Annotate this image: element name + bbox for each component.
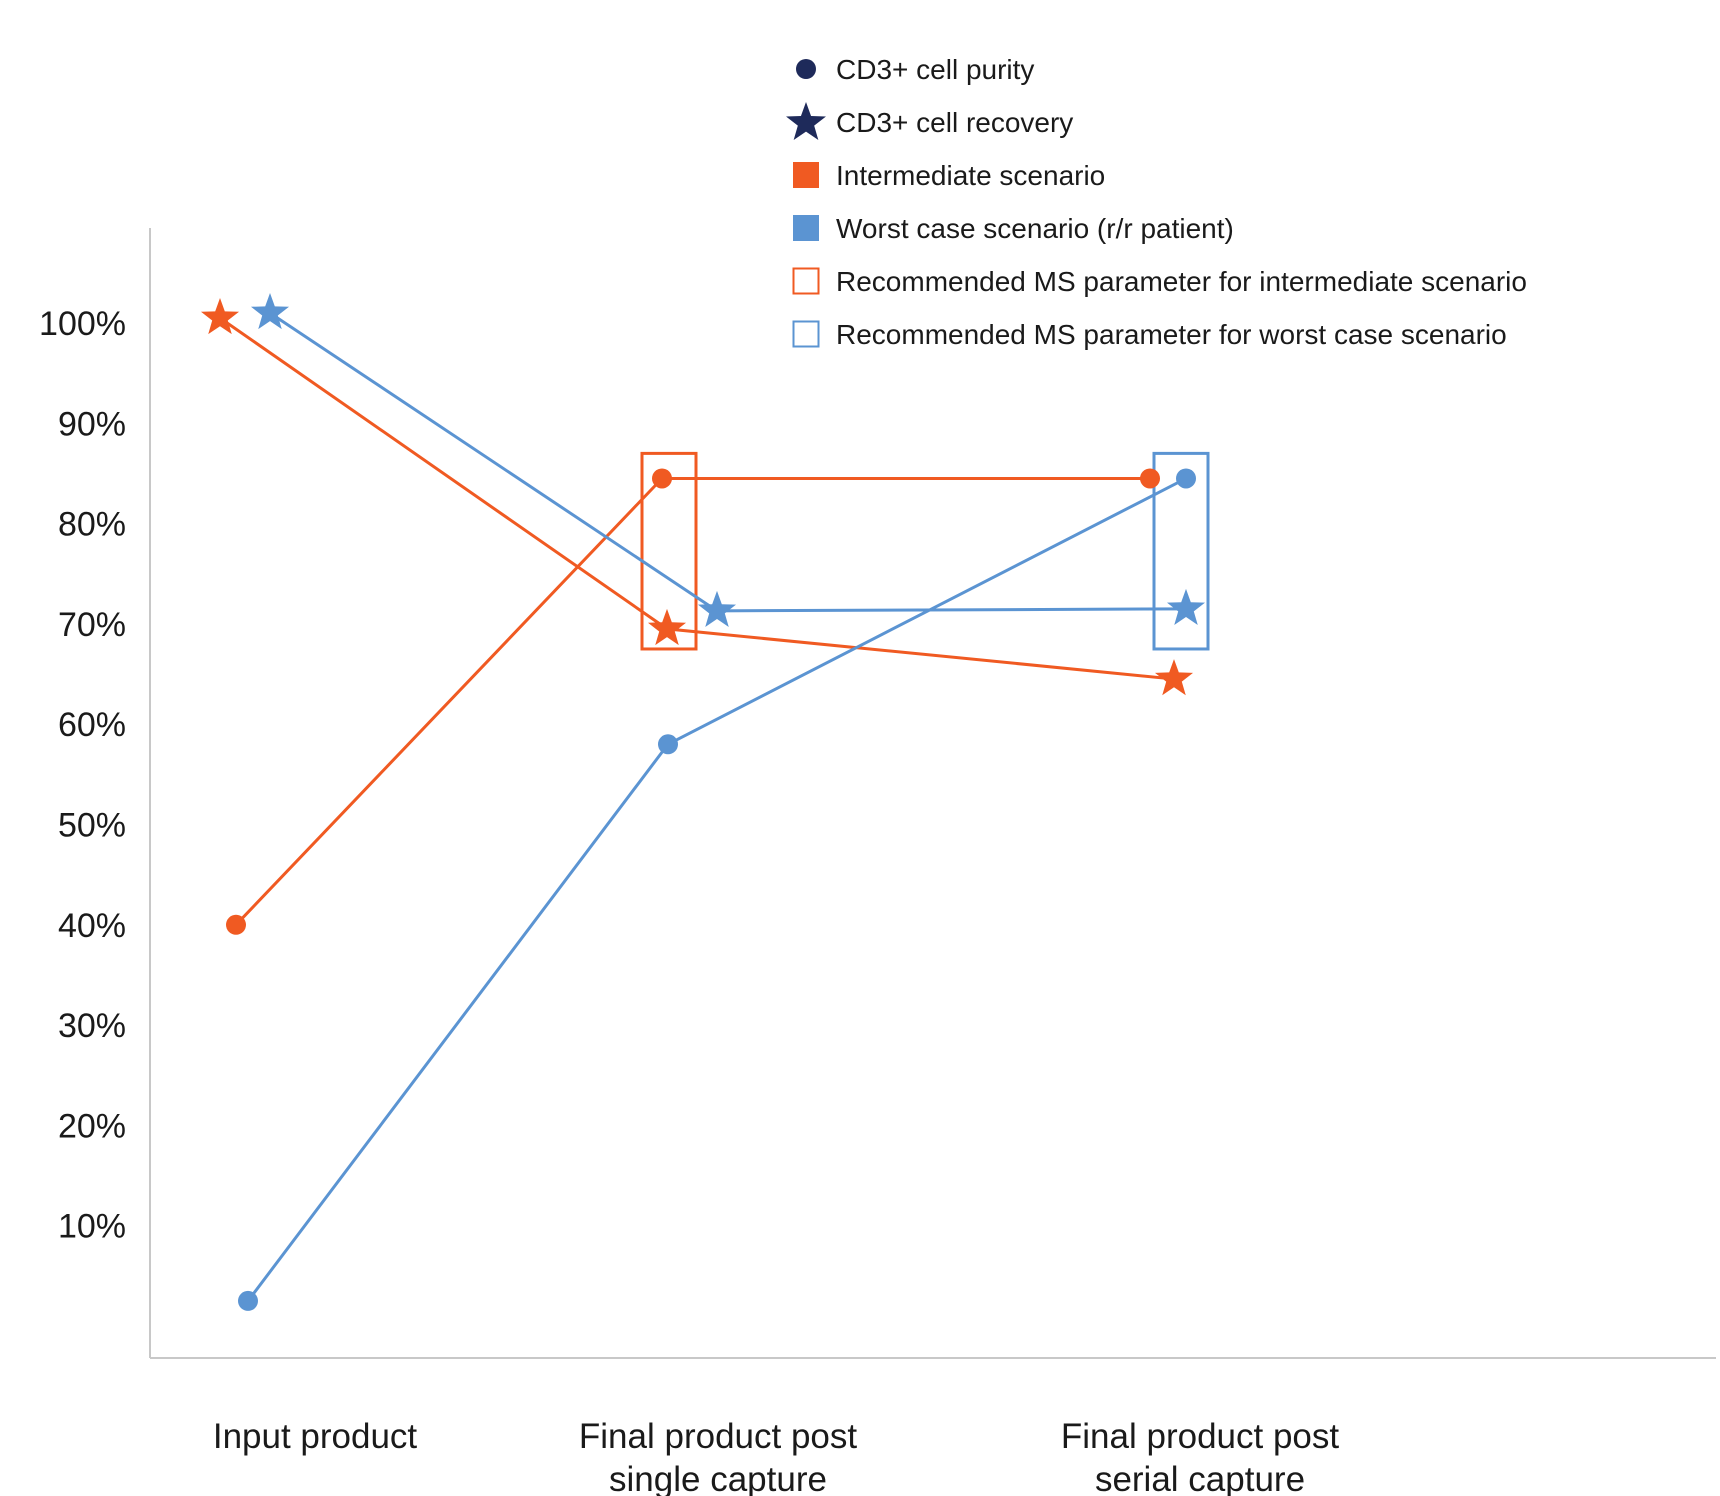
data-point-recovery-intermediate: [1154, 659, 1194, 696]
y-tick-label: 50%: [58, 807, 126, 845]
legend-marker-worst: [793, 215, 819, 241]
data-point-purity-worst: [238, 1290, 258, 1311]
series-line-purity-intermediate: [234, 476, 1150, 926]
y-tick-label: 100%: [39, 305, 126, 343]
axes: [149, 228, 1716, 1359]
y-tick-label: 40%: [58, 907, 126, 945]
y-tick-label: 70%: [58, 606, 126, 644]
data-point-purity-worst: [658, 734, 678, 755]
legend-marker-recovery: [786, 102, 826, 140]
x-category-label: single capture: [609, 1460, 827, 1496]
legend-label: Recommended MS parameter for worst case …: [836, 319, 1507, 350]
legend-marker-box-worst: [792, 320, 820, 348]
data-point-recovery-worst: [697, 590, 737, 628]
data-point-recovery-intermediate: [200, 297, 240, 335]
data-point-recovery-worst: [1166, 588, 1206, 626]
y-tick-label: 60%: [58, 706, 126, 744]
legend-marker-intermediate: [793, 162, 819, 188]
x-category-label: Input product: [213, 1417, 418, 1456]
data-point-recovery-intermediate: [647, 608, 687, 646]
y-tick-label: 20%: [58, 1107, 126, 1145]
data-point-purity-intermediate: [1140, 468, 1160, 489]
highlight-box-worst: [1152, 451, 1210, 651]
legend-label: Worst case scenario (r/r patient): [836, 213, 1234, 244]
x-category-label: serial capture: [1095, 1460, 1305, 1496]
x-axis-categories: Input product Final product post single ca…: [213, 1417, 1340, 1496]
y-tick-label: 30%: [58, 1007, 126, 1045]
legend-label: CD3+ cell purity: [836, 54, 1034, 85]
y-tick-label: 90%: [58, 405, 126, 443]
y-tick-label: 80%: [58, 506, 126, 544]
legend-label: CD3+ cell recovery: [836, 107, 1073, 138]
series-line-recovery-worst: [269, 311, 1187, 613]
data-point-recovery-worst: [250, 292, 290, 330]
legend-label: Recommended MS parameter for intermediat…: [836, 266, 1527, 297]
highlight-boxes: [640, 451, 1210, 651]
data-point-purity-worst: [1176, 468, 1196, 489]
y-axis-ticks: 10% 20% 30% 40% 50% 60% 70% 80% 90% 100%: [39, 305, 126, 1246]
legend-label: Intermediate scenario: [836, 160, 1105, 191]
highlight-box-intermediate: [640, 451, 698, 651]
x-category-label: Final product post: [1061, 1417, 1339, 1456]
series-layer: [200, 292, 1206, 1311]
data-point-purity-intermediate: [652, 468, 672, 489]
legend-marker-box-intermediate: [792, 267, 820, 295]
y-tick-label: 10%: [58, 1208, 126, 1246]
x-category-label: Final product post: [579, 1417, 857, 1456]
data-point-purity-intermediate: [226, 914, 246, 935]
legend-marker-purity: [796, 59, 816, 79]
